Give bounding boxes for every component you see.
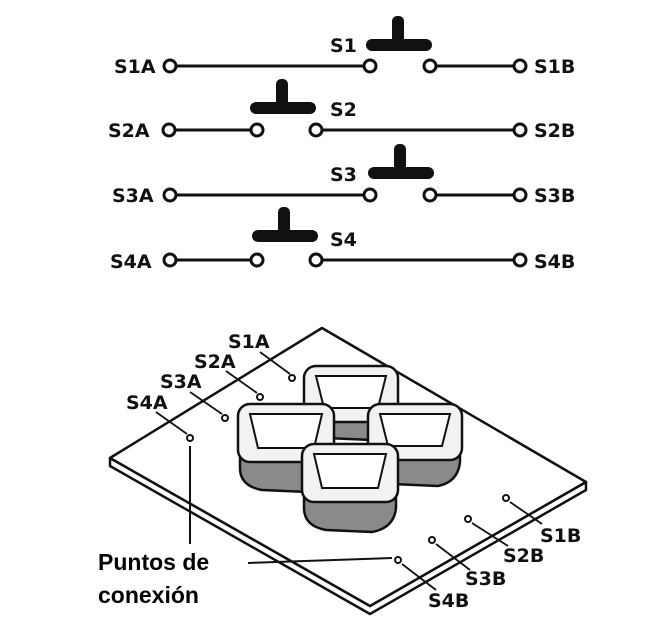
- board-label-s1a: S1A: [228, 331, 270, 353]
- pushbutton-s3-actuator: [368, 144, 434, 179]
- annotation-pointer-right: [247, 557, 393, 564]
- hole-s3a: [221, 414, 229, 422]
- contact-s3-left: [362, 187, 378, 203]
- label-s3a: S3A: [112, 185, 154, 207]
- pushbutton-s2-actuator: [250, 79, 316, 114]
- annotation-line-2: conexión: [98, 582, 199, 608]
- board-label-s1b: S1B: [540, 525, 581, 547]
- hole-s4b: [394, 556, 402, 564]
- leader-s4a: [155, 411, 188, 435]
- board-label-s3a: S3A: [160, 371, 202, 393]
- hole-s1a: [288, 374, 296, 382]
- label-s2a: S2A: [108, 120, 150, 142]
- pushbutton-front: [300, 442, 400, 534]
- leader-s4b: [401, 563, 437, 591]
- leader-s3a: [189, 391, 223, 415]
- board-labels: S1A S2A S3A S4A S1B S2B S3B S4B: [126, 331, 581, 612]
- board-label-s4a: S4A: [126, 392, 168, 414]
- label-s3b: S3B: [534, 185, 575, 207]
- schematic-row-s2: [161, 79, 528, 138]
- label-s1b: S1B: [534, 56, 575, 78]
- contact-s1-left: [362, 58, 378, 74]
- terminal-s2b: [512, 122, 528, 138]
- terminal-s4b: [512, 252, 528, 268]
- schematic-row-s4: [162, 207, 528, 268]
- switch-label-s3: S3: [330, 164, 357, 186]
- schematic-labels: S1 S1A S1B S2 S2A S2B S3 S3A S3B S4 S4A …: [108, 35, 575, 273]
- schematic-row-s1: [162, 16, 528, 74]
- label-s4a: S4A: [110, 251, 152, 273]
- contact-s1-right: [422, 58, 438, 74]
- hole-s3b: [428, 536, 436, 544]
- contact-s4-left: [249, 252, 265, 268]
- terminal-s3b: [512, 187, 528, 203]
- switch-label-s4: S4: [330, 229, 357, 251]
- right-connection-holes: [394, 494, 510, 564]
- hole-s2a: [256, 393, 264, 401]
- board-label-s4b: S4B: [428, 590, 469, 612]
- left-connection-holes: [186, 374, 296, 442]
- hole-s2b: [464, 515, 472, 523]
- board-label-s2a: S2A: [194, 351, 236, 373]
- circuit-board: [108, 326, 588, 616]
- terminal-s1a: [162, 58, 178, 74]
- switch-label-s2: S2: [330, 99, 357, 121]
- board-label-s3b: S3B: [465, 568, 506, 590]
- contact-s2-left: [249, 122, 265, 138]
- label-s4b: S4B: [534, 251, 575, 273]
- switch-label-s1: S1: [330, 35, 357, 57]
- terminal-s4a: [162, 252, 178, 268]
- pushbutton-s1-actuator: [366, 16, 432, 51]
- leader-s2b: [471, 522, 509, 547]
- pushbutton-s4-actuator: [252, 207, 318, 242]
- terminal-s1b: [512, 58, 528, 74]
- contact-s4-right: [308, 252, 324, 268]
- connection-points-annotation: Puntos de conexión: [98, 446, 393, 608]
- contact-s2-right: [308, 122, 324, 138]
- leader-s3b: [435, 543, 471, 571]
- leader-s1b: [509, 501, 543, 525]
- label-s1a: S1A: [114, 56, 156, 78]
- terminal-s2a: [161, 122, 177, 138]
- terminal-s3a: [162, 187, 178, 203]
- board-label-s2b: S2B: [503, 545, 544, 567]
- contact-s3-right: [422, 187, 438, 203]
- leader-s1a: [259, 351, 291, 375]
- leader-s2a: [225, 370, 258, 394]
- hole-s4a: [186, 434, 194, 442]
- annotation-line-1: Puntos de: [98, 549, 209, 575]
- board-leader-lines: [155, 351, 543, 591]
- schematic-row-s3: [162, 144, 528, 203]
- hole-s1b: [502, 494, 510, 502]
- label-s2b: S2B: [534, 120, 575, 142]
- schematic: [161, 16, 528, 268]
